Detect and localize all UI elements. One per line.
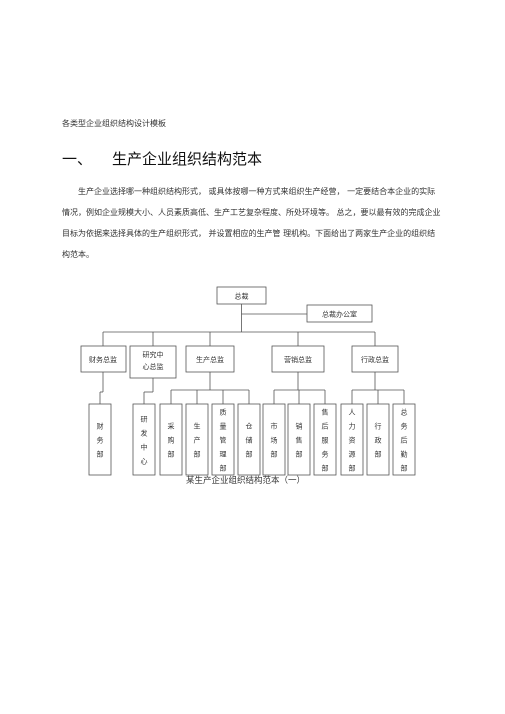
dept-box-8 <box>313 403 337 476</box>
level2-label-1-a: 研究中 <box>143 350 164 359</box>
dept-label-11: 总务后勤部 <box>401 408 408 473</box>
dept-box-2 <box>159 403 183 476</box>
document-subtitle: 各类型企业组织结构设计模板 <box>62 119 166 128</box>
heading-number: 一、 <box>62 150 93 168</box>
dept-box-10 <box>366 403 390 476</box>
dept-label-7: 销售部 <box>296 422 303 459</box>
level2-label-2: 生产总监 <box>196 355 224 364</box>
heading-title: 生产企业组织结构范本 <box>112 150 263 168</box>
dept-box-9 <box>340 403 364 476</box>
dept-label-4: 质量管理部 <box>220 408 227 473</box>
org-top-label: 总裁 <box>235 292 249 301</box>
dept-box-4 <box>211 403 235 476</box>
level2-box-3 <box>271 345 325 373</box>
dept-label-9: 人力资源部 <box>349 409 356 473</box>
dept-box-1 <box>132 403 156 476</box>
dept-label-10: 行政部 <box>375 422 382 459</box>
level2-label-0: 财务总监 <box>89 355 117 364</box>
dept-label-5: 仓储部 <box>246 422 253 459</box>
dept-box-11 <box>392 403 416 476</box>
section-heading: 一、 生产企业组织结构范本 <box>62 148 262 169</box>
level2-box-2 <box>185 345 235 373</box>
dept-box-3 <box>185 403 209 476</box>
dept-label-8: 售后服务部 <box>322 408 329 473</box>
org-office-label: 总裁办公室 <box>322 310 357 319</box>
dept-box-7 <box>287 403 311 476</box>
level2-label-1-b: 心总监 <box>143 362 164 371</box>
level2-label-3: 营销总监 <box>284 355 312 364</box>
figure-caption: 某生产企业组织结构范本（一） <box>186 476 306 486</box>
org-office-box <box>306 304 373 323</box>
dept-label-6: 市场部 <box>271 422 278 459</box>
dept-box-6 <box>262 403 286 476</box>
level2-label-4: 行政总监 <box>361 355 389 364</box>
level2-box-0 <box>80 345 127 373</box>
dept-label-3: 生产部 <box>194 422 201 459</box>
dept-label-2: 采购部 <box>168 422 175 459</box>
dept-box-0 <box>88 403 112 476</box>
dept-label-0: 财务部 <box>97 422 104 459</box>
dept-box-5 <box>237 403 261 476</box>
body-paragraph: 生产企业选择哪一种组织结构形式， 或具体按哪一种方式来组织生产经营， 一定要结合… <box>62 187 441 259</box>
level2-box-4 <box>351 345 399 373</box>
dept-label-1: 研发中心 <box>141 416 148 466</box>
